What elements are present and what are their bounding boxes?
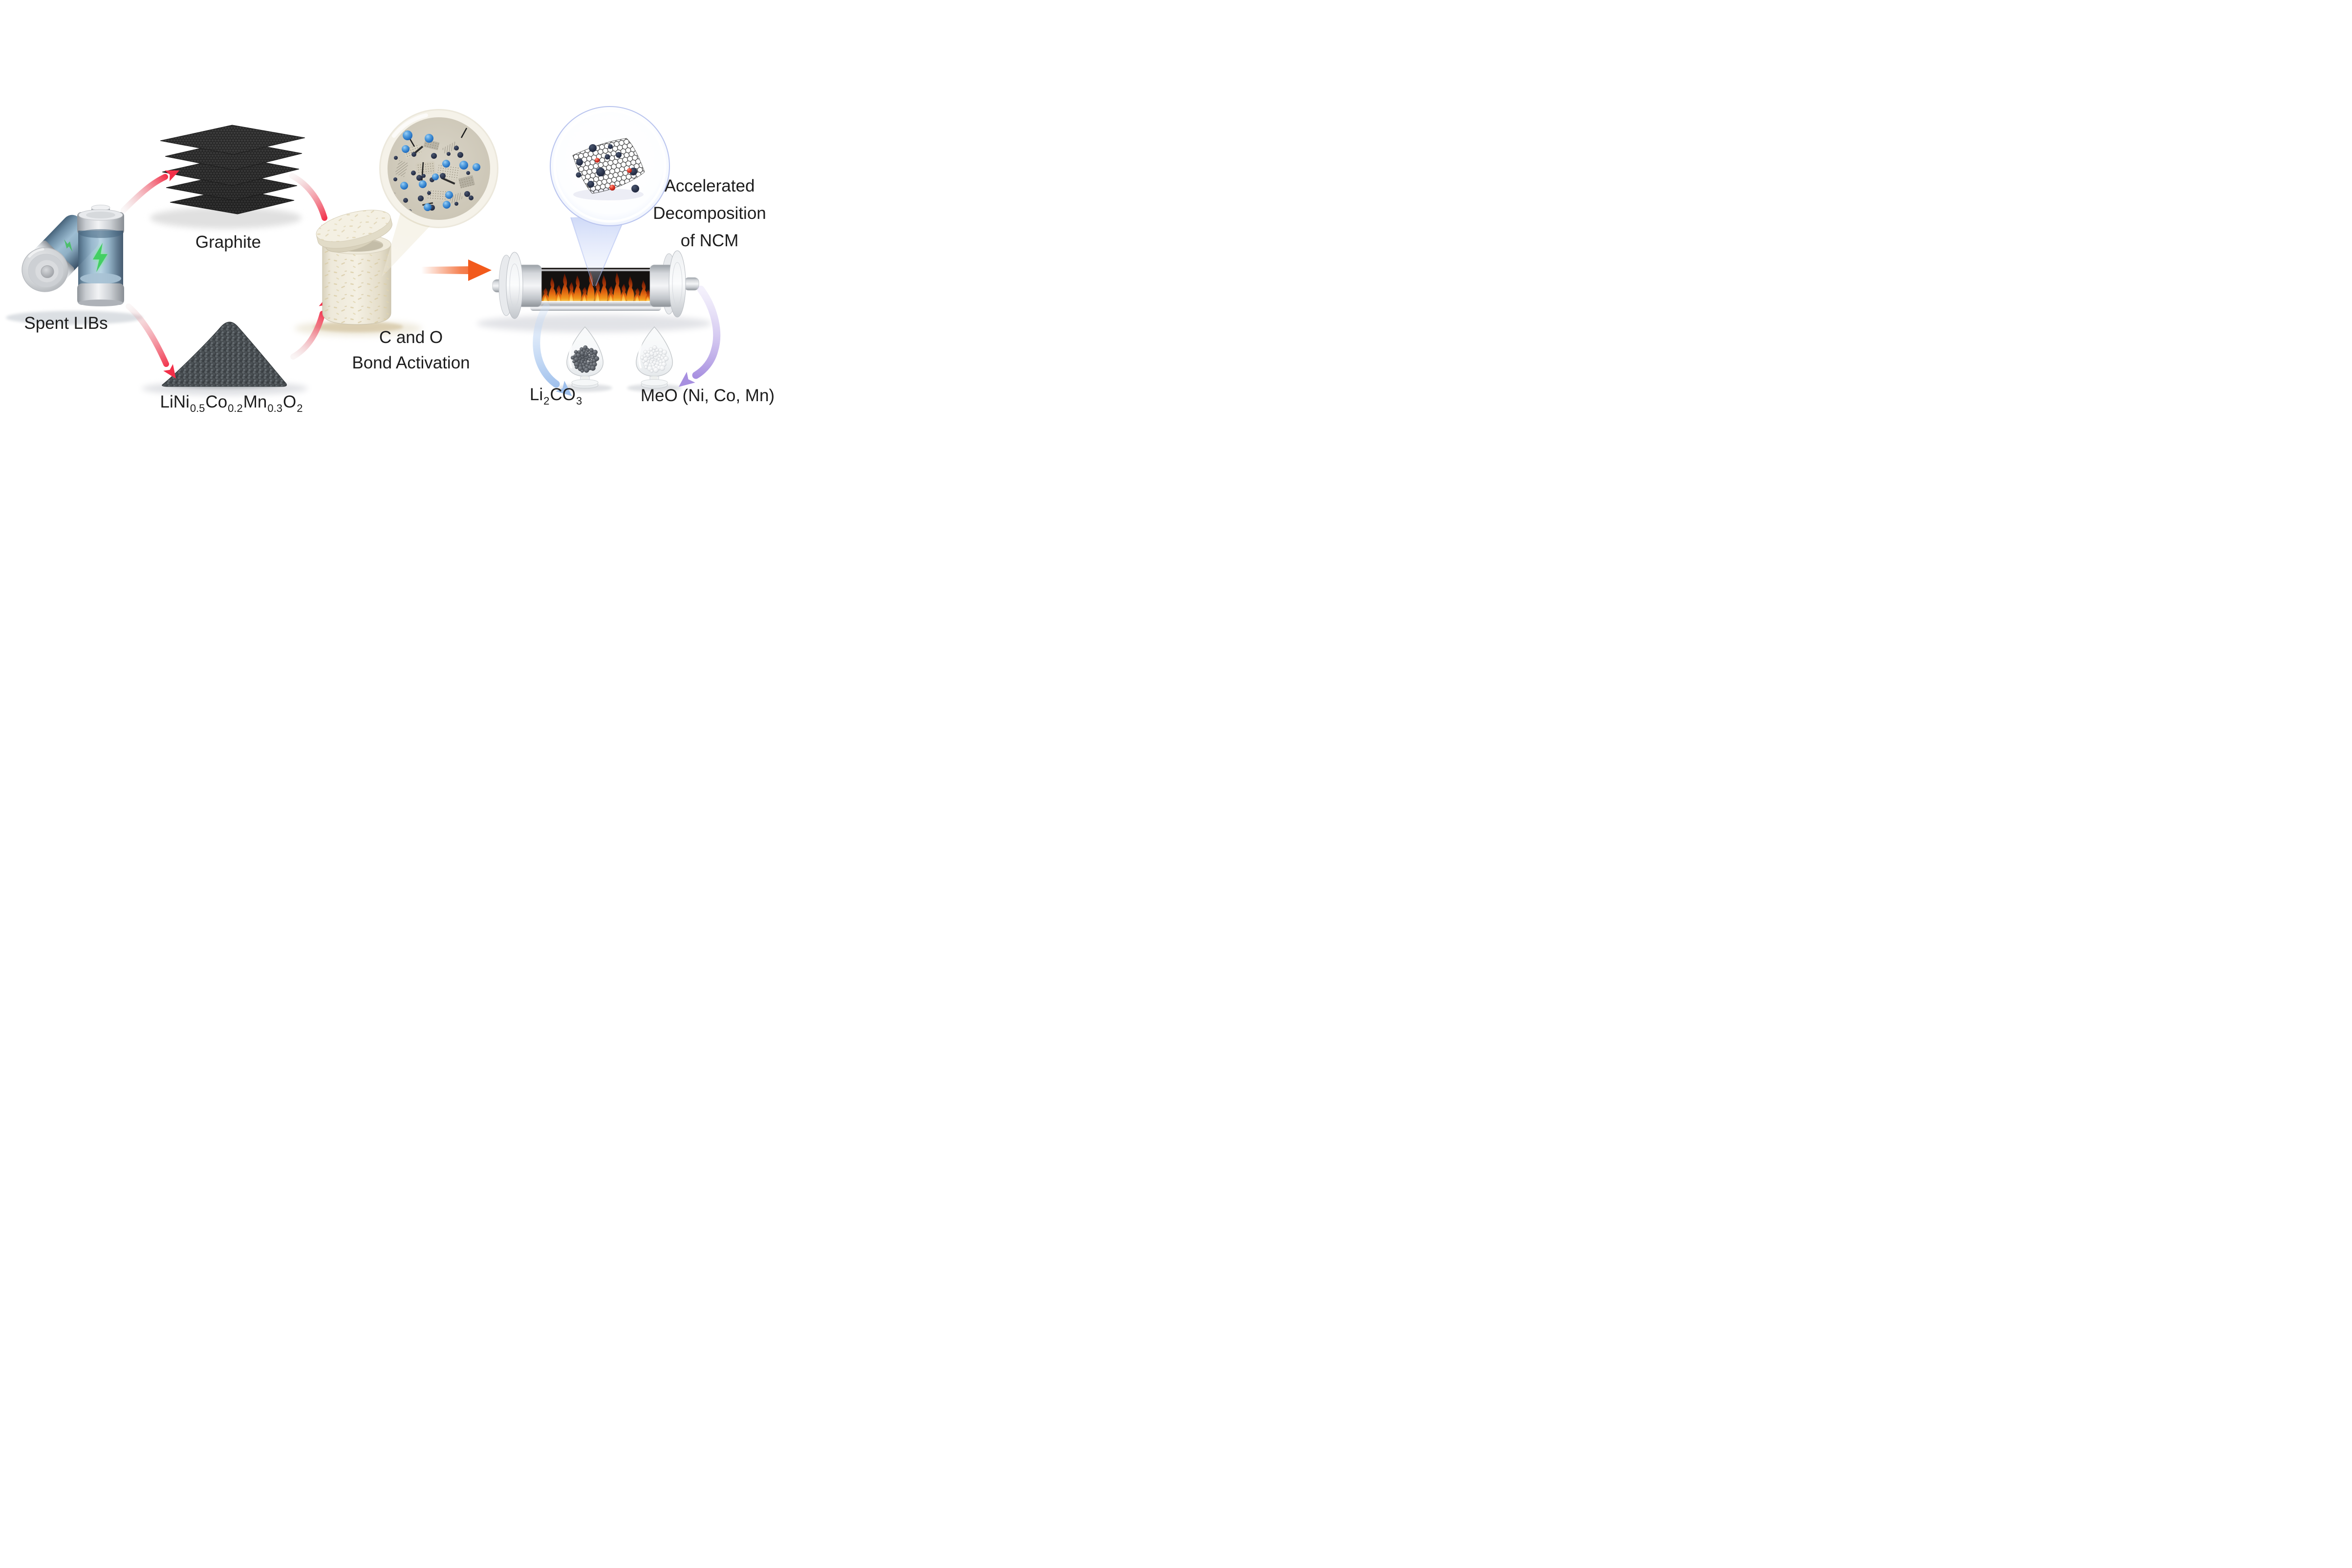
ncm-formula-label: LiNi0.5Co0.2Mn0.3O2 bbox=[160, 392, 303, 414]
standing-battery-icon bbox=[77, 205, 124, 306]
graphene-bubble-icon bbox=[550, 106, 670, 226]
li2co3-vial-icon bbox=[566, 326, 604, 389]
jar-lid-icon bbox=[316, 210, 392, 253]
meo-label: MeO (Ni, Co, Mn) bbox=[640, 386, 775, 405]
graphite-sheets-icon bbox=[160, 125, 305, 215]
meo-vial-icon bbox=[636, 326, 673, 389]
li2co3-powder-icon bbox=[570, 345, 600, 373]
furnace-flames-icon bbox=[540, 271, 651, 302]
accelerated-decomposition-label: Accelerated Decomposition of NCM bbox=[653, 176, 766, 250]
graphite-label: Graphite bbox=[195, 233, 261, 252]
li2co3-label: Li2CO3 bbox=[529, 385, 583, 407]
bubble-callout-cone bbox=[570, 215, 626, 287]
milling-zoom-circle-icon bbox=[379, 109, 498, 228]
graphene-sheet-icon bbox=[572, 138, 645, 194]
ncm-powder-pile-icon bbox=[162, 322, 287, 389]
spent-libs-label: Spent LIBs bbox=[24, 314, 108, 333]
bond-activation-label: C and O Bond Activation bbox=[352, 328, 470, 372]
process-diagram-art bbox=[6, 106, 721, 396]
arrow-libs-to-graphite-icon bbox=[121, 170, 180, 213]
arrow-furnace-to-meo-icon bbox=[678, 285, 721, 387]
ball-mill-jar-icon bbox=[316, 210, 392, 325]
meo-powder-icon bbox=[640, 345, 669, 373]
metal-nanoparticles-icon bbox=[576, 144, 639, 193]
milling-balls-icon bbox=[400, 130, 480, 211]
arrow-jar-to-furnace-icon bbox=[421, 259, 492, 281]
ground-shadows bbox=[6, 207, 712, 395]
arrow-furnace-to-li2co3-icon bbox=[533, 303, 572, 396]
spent-libs-batteries-icon bbox=[22, 205, 124, 306]
graphite-flakes-icon bbox=[391, 128, 480, 214]
battery-recycling-diagram: Spent LIBs Graphite LiNi0.5Co0.2Mn0.3O2 … bbox=[0, 0, 784, 523]
arrow-libs-to-ncm-icon bbox=[126, 303, 176, 379]
tube-furnace-icon bbox=[492, 250, 699, 319]
